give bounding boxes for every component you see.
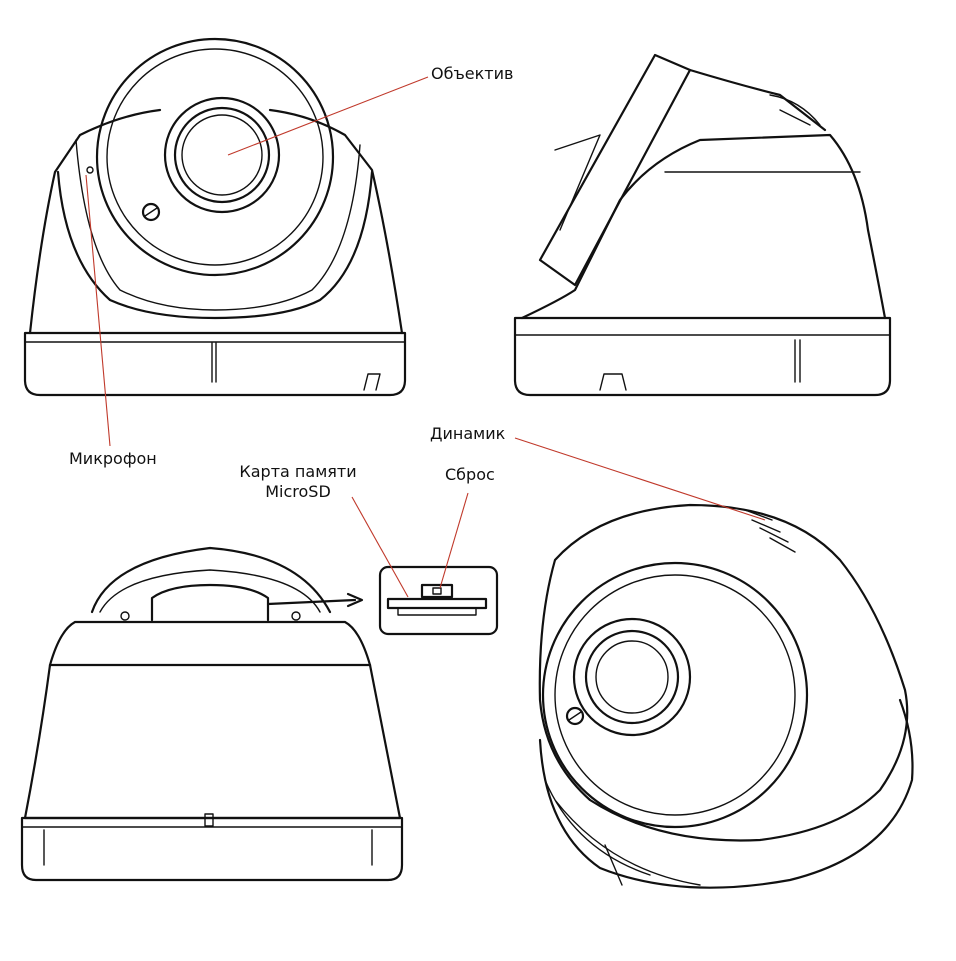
label-microphone: Микрофон: [69, 449, 157, 468]
label-memory-card: Карта памяти MicroSD: [238, 462, 358, 502]
label-speaker: Динамик: [430, 424, 506, 443]
memory-card-detail: [378, 565, 499, 636]
speaker-leader-line: [514, 437, 766, 521]
label-memory-card-line1: Карта памяти: [239, 462, 357, 481]
camera-side-view: [513, 53, 892, 397]
camera-back-view: [20, 546, 404, 882]
camera-perspective-view: [538, 503, 914, 889]
reset-leader-line: [439, 492, 469, 589]
memory-card-leader-line: [351, 496, 409, 598]
label-lens: Объектив: [431, 64, 514, 83]
microphone-leader-line: [85, 174, 111, 447]
label-memory-card-line2: MicroSD: [265, 482, 331, 501]
lens-leader-line: [227, 76, 429, 156]
camera-front-view: [23, 37, 407, 397]
label-reset: Сброс: [445, 465, 495, 484]
